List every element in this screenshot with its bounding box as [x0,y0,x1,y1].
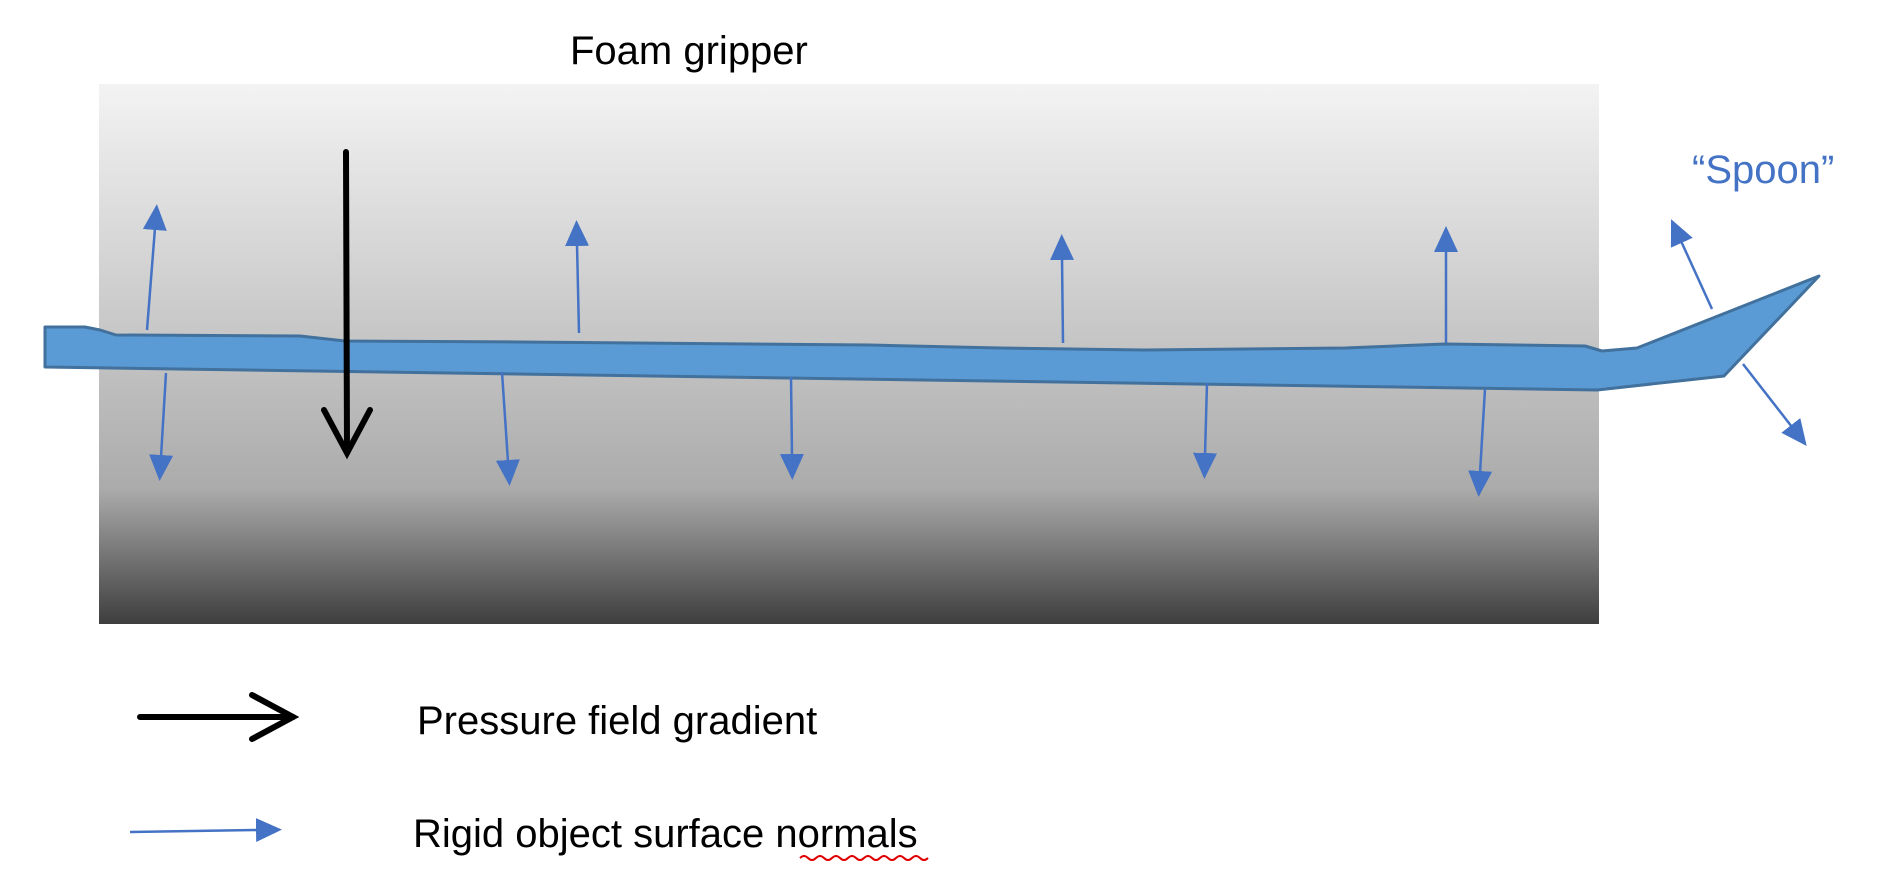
normal-arrow-bottom-3 [779,376,804,480]
normal-arrow-tip-down [1742,363,1807,446]
normal-arrow-top-1 [142,204,167,331]
normal-arrow-bottom-5 [1468,388,1493,497]
normal-arrow-bottom-1 [149,372,174,481]
pressure-arrow [321,149,373,460]
legend-normals-label: Rigid object surface normals [413,812,918,856]
normal-arrow-bottom-4 [1193,382,1218,479]
diagram-title: Foam gripper [570,29,808,73]
surface-normals-bottom [149,363,1807,497]
normal-arrow-top-3 [1050,234,1075,344]
normal-arrow-tip-up [1670,219,1714,310]
legend-normal-icon [129,818,282,843]
surface-normals-top [142,204,1714,344]
spoon-shape [43,274,1821,392]
normal-arrow-top-2 [565,220,590,334]
spoon-label: “Spoon” [1692,148,1834,192]
legend-pressure-icon [137,692,300,742]
normal-arrow-bottom-2 [495,371,520,486]
legend-pressure-label: Pressure field gradient [417,699,817,743]
spellcheck-underline [799,855,929,861]
